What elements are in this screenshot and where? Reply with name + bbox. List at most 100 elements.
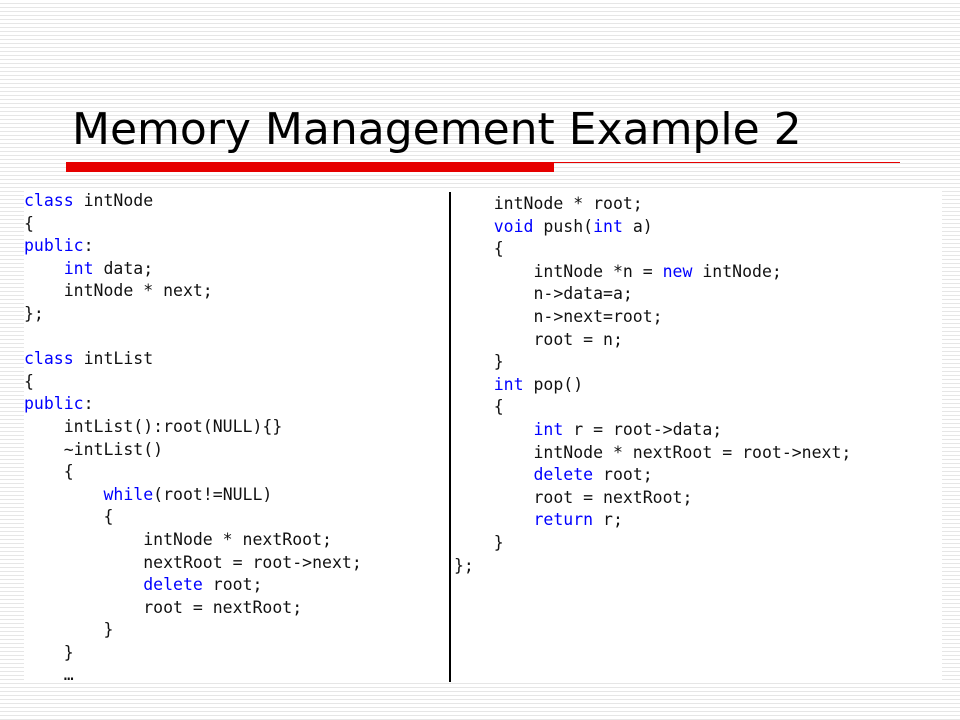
code-text: intNode * nextRoot = root->next; bbox=[454, 442, 852, 462]
code-line: root = n; bbox=[454, 329, 942, 352]
code-keyword: return bbox=[533, 510, 594, 530]
code-line: n->data=a; bbox=[454, 283, 942, 306]
code-text bbox=[24, 485, 103, 504]
code-text: root; bbox=[202, 575, 263, 595]
code-keyword: delete bbox=[533, 465, 594, 485]
code-divider bbox=[449, 192, 451, 682]
code-keyword: public bbox=[24, 236, 84, 256]
code-text bbox=[454, 375, 494, 394]
code-line: { bbox=[24, 213, 446, 236]
code-line: … bbox=[24, 664, 446, 687]
code-text: root; bbox=[593, 465, 653, 485]
code-line: n->next=root; bbox=[454, 306, 942, 329]
code-keyword: int bbox=[593, 216, 623, 236]
code-line: intNode * nextRoot; bbox=[24, 529, 446, 552]
code-text: intNode bbox=[73, 191, 154, 210]
code-text: } bbox=[454, 532, 504, 552]
code-line: int r = root->data; bbox=[454, 419, 942, 442]
code-text: : bbox=[83, 394, 94, 414]
code-line: intNode * nextRoot = root->next; bbox=[454, 442, 942, 465]
code-text: push( bbox=[533, 216, 594, 236]
code-text: root = n; bbox=[454, 329, 623, 349]
code-text: r = root->data; bbox=[563, 419, 723, 439]
code-text: (root!=NULL) bbox=[153, 484, 273, 504]
code-line: nextRoot = root->next; bbox=[24, 552, 446, 575]
code-text: intNode * root; bbox=[454, 194, 643, 213]
code-line: public: bbox=[24, 393, 446, 416]
code-line: int pop() bbox=[454, 374, 942, 397]
code-line: class intNode bbox=[24, 190, 446, 213]
code-line: } bbox=[454, 351, 942, 374]
code-text: n->data=a; bbox=[454, 284, 633, 304]
code-line: } bbox=[454, 532, 942, 555]
code-line: public: bbox=[24, 235, 446, 258]
code-text: intNode *n = bbox=[454, 261, 663, 281]
code-keyword: int bbox=[63, 258, 94, 278]
code-text: data; bbox=[93, 258, 154, 278]
code-keyword: int bbox=[493, 374, 524, 394]
code-text bbox=[454, 217, 494, 236]
code-text: root = nextRoot; bbox=[24, 597, 303, 617]
code-text bbox=[454, 420, 533, 439]
code-text: { bbox=[24, 213, 34, 233]
code-line: class intList bbox=[24, 348, 446, 371]
code-line: void push(int a) bbox=[454, 216, 942, 239]
code-line: intNode *n = new intNode; bbox=[454, 261, 942, 284]
code-line: { bbox=[24, 461, 446, 484]
code-line: }; bbox=[24, 303, 446, 326]
code-listing-left: class intNode{public: int data; intNode … bbox=[24, 190, 446, 687]
code-text: { bbox=[24, 371, 34, 391]
code-line: { bbox=[24, 371, 446, 394]
code-line: { bbox=[454, 238, 942, 261]
code-text: a) bbox=[622, 216, 653, 236]
code-text: intList():root(NULL){} bbox=[24, 416, 283, 436]
code-text: intList bbox=[73, 349, 154, 369]
code-text: n->next=root; bbox=[454, 306, 663, 326]
code-line: root = nextRoot; bbox=[454, 487, 942, 510]
code-keyword: new bbox=[662, 261, 693, 281]
code-keyword: while bbox=[103, 484, 154, 504]
code-text bbox=[24, 259, 64, 278]
code-text: r; bbox=[593, 510, 623, 530]
code-text: { bbox=[454, 397, 504, 417]
code-text: : bbox=[83, 236, 94, 256]
code-line: delete root; bbox=[454, 464, 942, 487]
code-line: } bbox=[24, 642, 446, 665]
code-keyword: void bbox=[493, 216, 534, 236]
code-line: intNode * root; bbox=[454, 193, 942, 216]
code-line: { bbox=[454, 396, 942, 419]
code-line: intNode * next; bbox=[24, 280, 446, 303]
slide-title: Memory Management Example 2 bbox=[72, 104, 802, 155]
code-line: root = nextRoot; bbox=[24, 597, 446, 620]
code-text: intNode * next; bbox=[24, 281, 213, 301]
code-line: ~intList() bbox=[24, 439, 446, 462]
code-keyword: class bbox=[24, 191, 74, 210]
code-text: } bbox=[24, 642, 74, 662]
code-keyword: int bbox=[533, 419, 564, 439]
code-line: return r; bbox=[454, 509, 942, 532]
code-text: root = nextRoot; bbox=[454, 487, 693, 507]
code-line: intList():root(NULL){} bbox=[24, 416, 446, 439]
code-line: } bbox=[24, 619, 446, 642]
code-text: pop() bbox=[523, 374, 584, 394]
code-text: ~intList() bbox=[24, 439, 164, 459]
code-text bbox=[454, 465, 533, 484]
title-underline-bar bbox=[66, 162, 554, 172]
code-text: } bbox=[24, 620, 114, 640]
code-text: … bbox=[24, 665, 74, 685]
title-underline-line bbox=[554, 162, 900, 163]
code-line: }; bbox=[454, 555, 942, 578]
code-text: { bbox=[24, 462, 74, 482]
code-text: } bbox=[454, 352, 504, 372]
code-keyword: delete bbox=[143, 575, 203, 595]
code-text: }; bbox=[454, 555, 474, 575]
code-line: while(root!=NULL) bbox=[24, 484, 446, 507]
code-line: delete root; bbox=[24, 574, 446, 597]
code-text: intNode; bbox=[692, 261, 782, 281]
code-text: }; bbox=[24, 303, 44, 323]
code-text: intNode * nextRoot; bbox=[24, 529, 332, 549]
code-keyword: class bbox=[24, 349, 74, 369]
code-text bbox=[24, 575, 143, 594]
code-text: { bbox=[454, 239, 504, 259]
code-text bbox=[454, 510, 533, 529]
